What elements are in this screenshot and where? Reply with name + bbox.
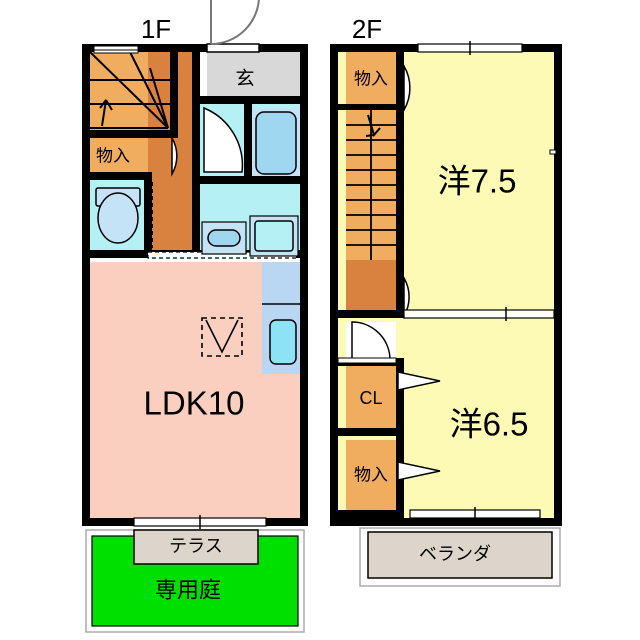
wall-storage-stair [338, 104, 404, 110]
closet-doors[interactable] [397, 371, 441, 481]
closet-floor [346, 366, 396, 428]
veranda-label: ベランダ [419, 544, 491, 564]
garden-label: 専用庭 [155, 578, 221, 603]
wall-stair-hall [170, 52, 178, 138]
storage-1f-label: 物入 [96, 147, 130, 166]
stair-down-arrow-icon [365, 114, 381, 138]
toilet-fixture [95, 187, 141, 244]
wall-storage-toilet [90, 172, 150, 180]
stair-up-arrow-icon [99, 99, 113, 127]
floor-2-plan: 物入 洋7.5 CL 物入 洋6.5 ベランダ [330, 41, 562, 587]
entrance-label: 玄 [235, 68, 254, 90]
terrace-area [133, 529, 259, 565]
ldk-label: LDK10 [144, 385, 245, 422]
terrace-label: テラス [169, 536, 223, 556]
kitchen-sink-fixture [269, 319, 297, 365]
wall-bath-divider [244, 104, 252, 176]
landing-floor [346, 260, 396, 316]
wall-closet-room65 [396, 358, 404, 518]
floor-1-windows [93, 45, 267, 529]
sliding-door-markers[interactable] [151, 106, 197, 248]
floor-1-title: 1F [141, 14, 171, 44]
floor-2-title: 2F [352, 14, 382, 44]
entrance-floor [207, 52, 302, 104]
entrance-door[interactable] [206, 0, 260, 53]
wall-bath-washroom [200, 176, 302, 184]
wall-stair-room75 [396, 52, 404, 316]
ldk-closet-symbol [201, 317, 243, 357]
storage-2f-top-door[interactable] [403, 63, 411, 113]
storage-1f-door[interactable] [171, 135, 178, 177]
storage-2f-bottom-floor [346, 440, 396, 510]
wall-stair-storage [90, 130, 178, 138]
storage-2f-bottom-label: 物入 [354, 466, 388, 485]
wall-entry-bath [200, 96, 302, 104]
floor-1-plan: 玄 物入 LDK10 テラス 専用庭 [82, 0, 308, 633]
kitchen-fixtures [262, 303, 302, 365]
wall-toilet-hall [144, 172, 152, 258]
wash-basin-fixture [207, 229, 241, 247]
bathroom-door[interactable] [203, 106, 244, 173]
room-7-5-label: 洋7.5 [438, 163, 517, 200]
washing-machine-fixture [254, 220, 294, 252]
bathtub-fixture [255, 111, 297, 175]
wall-storage-bottom [338, 510, 396, 518]
floor-2-windows [337, 41, 557, 521]
storage-2f-top-label: 物入 [354, 70, 388, 89]
wall-closet-storage [338, 428, 396, 436]
room-6-5-label: 洋6.5 [450, 406, 529, 443]
storage-2f-top-floor [346, 52, 396, 104]
closet-label: CL [359, 388, 382, 408]
veranda-area [367, 531, 553, 579]
